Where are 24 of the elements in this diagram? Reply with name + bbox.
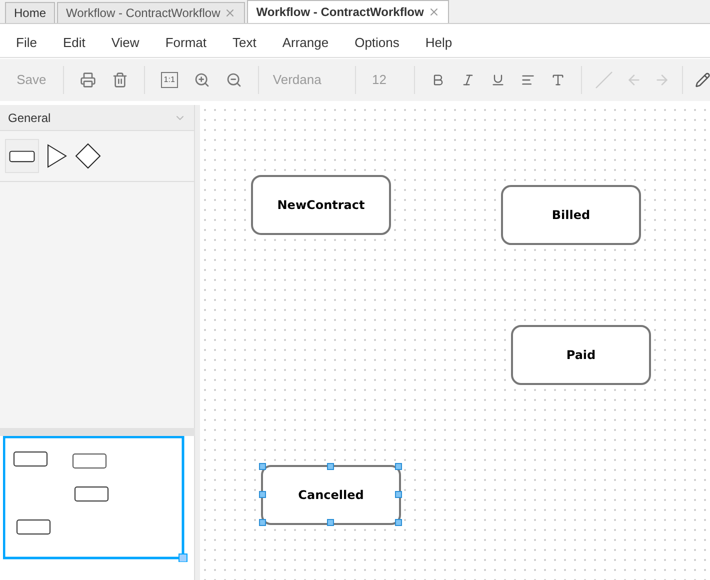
actual-size-button: 1:1 (160, 72, 178, 88)
menu-item: Text (232, 34, 256, 52)
tab-title: Workflow - ContractWorkflow (66, 5, 220, 22)
state-box (251, 175, 391, 235)
tab: Home (5, 2, 56, 23)
font-family-field: Verdana (258, 66, 356, 94)
menu-item: Arrange (282, 34, 329, 52)
font-size-field: 12 (356, 66, 415, 94)
state-label: Billed (552, 207, 590, 224)
menu-item: View (111, 34, 140, 52)
state-box (511, 325, 651, 385)
menu-item: Format (165, 34, 206, 52)
state-label: Cancelled (298, 487, 364, 504)
state-box (501, 185, 641, 245)
menu-item: Options (354, 34, 400, 52)
menu-item: Edit (62, 34, 86, 52)
state-box (261, 465, 401, 525)
menu-item: Help (425, 34, 452, 52)
save-button: Save (0, 66, 64, 94)
tab-title: Workflow - ContractWorkflow (256, 4, 424, 21)
state-label: Paid (566, 347, 596, 364)
menu-item: File (16, 34, 37, 52)
palette-title: General (8, 110, 51, 126)
state-label: NewContract (277, 197, 365, 214)
